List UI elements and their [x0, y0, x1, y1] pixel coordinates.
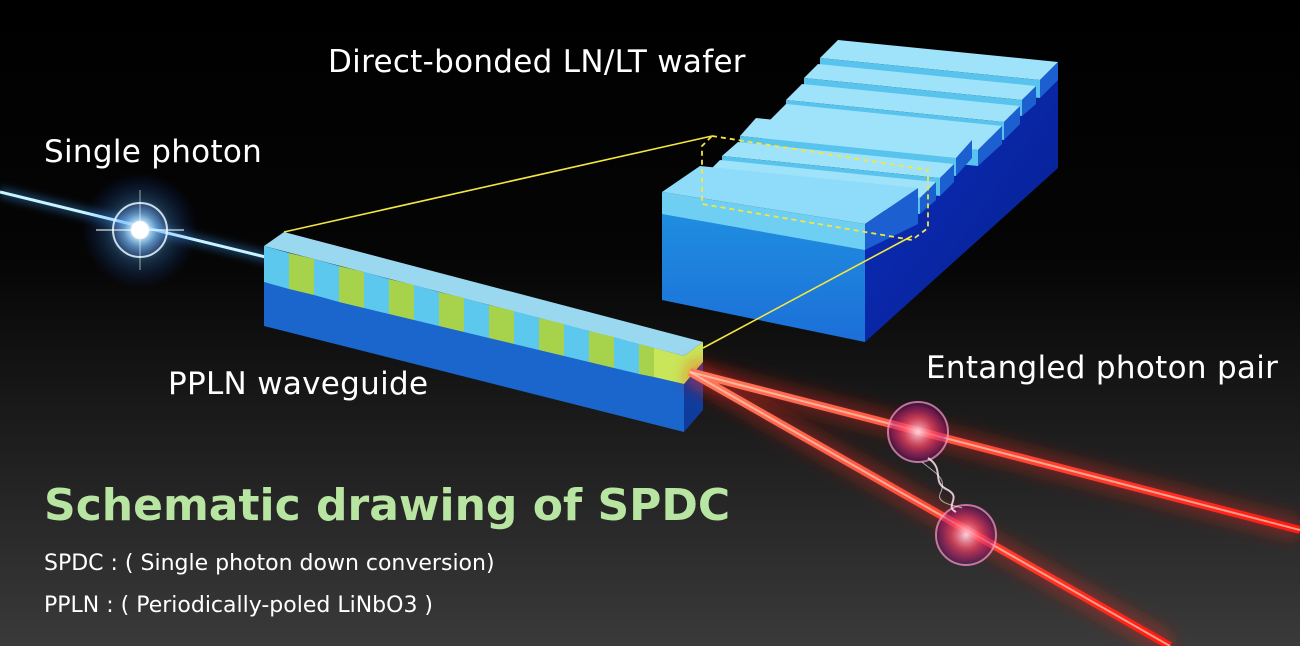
- entangled-beams: [684, 361, 1300, 646]
- diagram-title: Schematic drawing of SPDC: [44, 480, 731, 531]
- wafer-label: Direct-bonded LN/LT wafer: [328, 44, 746, 80]
- entangled-pair-label: Entangled photon pair: [926, 350, 1279, 386]
- ppln-definition: PPLN : ( Periodically-poled LiNbO3 ): [44, 593, 434, 618]
- callout-lines: [283, 135, 929, 349]
- waveguide-label: PPLN waveguide: [168, 366, 429, 402]
- single-photon: [82, 172, 198, 288]
- waveguide-substrate-front: [264, 282, 684, 432]
- entanglement-link: [927, 457, 957, 513]
- ppln-waveguide: [264, 232, 703, 432]
- wafer-front-face: [662, 208, 865, 342]
- ln-lt-wafer: [662, 40, 1058, 342]
- waveguide-top-face: [264, 232, 703, 356]
- spdc-definition: SPDC : ( Single photon down conversion): [44, 551, 495, 576]
- single-photon-label: Single photon: [44, 134, 263, 170]
- entangled-photon-upper: [886, 400, 950, 464]
- poling-stripes: [264, 246, 684, 384]
- entangled-photon-lower: [934, 503, 998, 567]
- entangled-photon-pair: [886, 400, 998, 567]
- callout-dashed-outline: [701, 135, 929, 241]
